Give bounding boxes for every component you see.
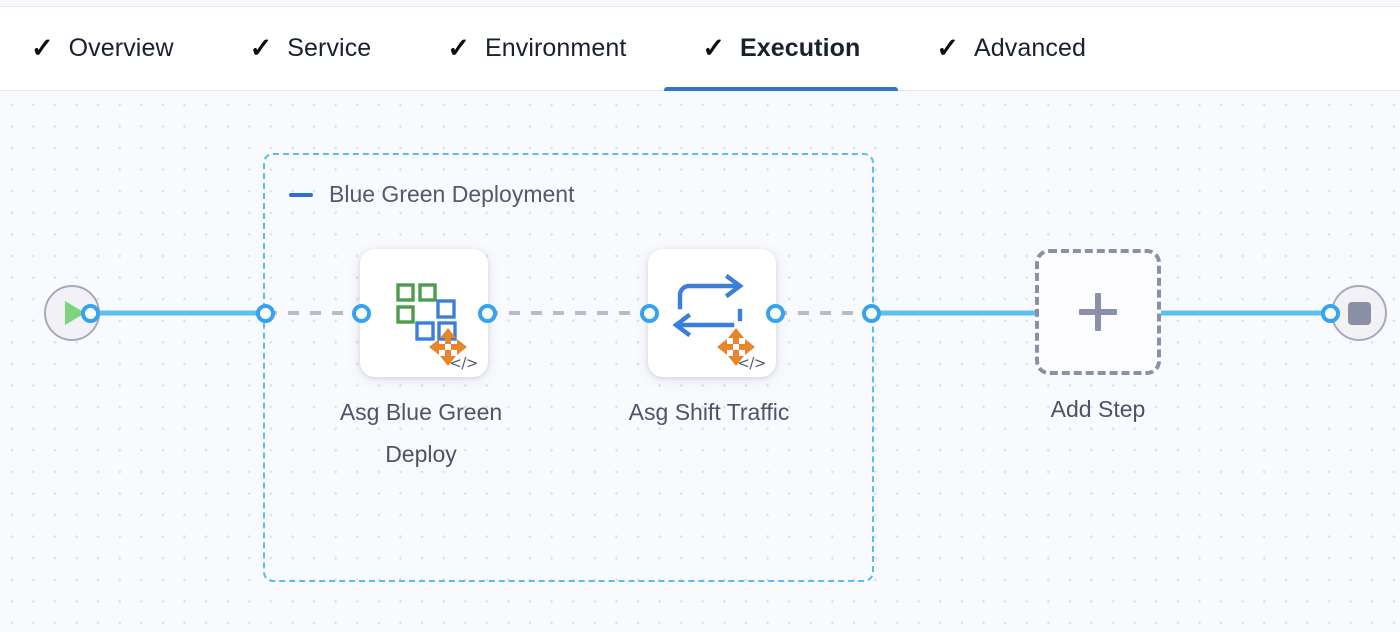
- step-group-blue-green-deployment[interactable]: Blue Green Deployment: [263, 153, 874, 582]
- check-icon: ✓: [31, 33, 54, 63]
- check-icon: ✓: [447, 33, 470, 63]
- port-group-out[interactable]: [862, 304, 881, 323]
- edge-layer: [100, 310, 1330, 316]
- asg-shift-traffic-icon: [672, 273, 755, 366]
- tab-label: Execution: [740, 34, 861, 62]
- add-step-button[interactable]: [1035, 249, 1161, 375]
- tab-label: Environment: [484, 34, 627, 62]
- tab-label: Service: [287, 34, 372, 62]
- step-label-asg-shift-traffic: Asg Shift Traffic: [628, 399, 790, 425]
- step-label-asg-blue-green-deploy: Asg Blue Green Deploy: [339, 399, 503, 467]
- port-step2-in[interactable]: [640, 304, 659, 323]
- check-icon: ✓: [249, 33, 273, 63]
- add-step-label: Add Step: [1050, 396, 1146, 422]
- tab-execution[interactable]: ✓ Execution: [664, 7, 899, 92]
- port-start-out[interactable]: [81, 304, 100, 323]
- group-title: Blue Green Deployment: [329, 181, 575, 207]
- play-icon: [65, 301, 85, 325]
- pipeline-end-node[interactable]: [1331, 285, 1387, 341]
- code-badge-icon: </>: [449, 354, 478, 372]
- tab-advanced[interactable]: ✓ Advanced: [898, 7, 1124, 91]
- check-icon: ✓: [702, 33, 726, 63]
- group-header: Blue Green Deployment: [289, 181, 574, 208]
- port-step1-in[interactable]: [352, 304, 371, 323]
- port-step2-out[interactable]: [766, 304, 785, 323]
- wizard-tab-bar: ✓ Overview ✓ Service ✓ Environment ✓ Exe…: [0, 7, 1400, 92]
- pipeline-canvas[interactable]: Blue Green Deployment: [0, 91, 1400, 632]
- end-circle: [1331, 285, 1387, 341]
- minus-icon[interactable]: [289, 192, 313, 197]
- asg-blue-green-deploy-icon: [396, 283, 467, 366]
- port-group-in[interactable]: [256, 304, 275, 323]
- plus-icon: [1079, 293, 1117, 331]
- top-strip: [0, 0, 1400, 7]
- tab-label: Overview: [68, 34, 174, 62]
- port-end-in[interactable]: [1321, 304, 1340, 323]
- check-icon: ✓: [936, 33, 960, 63]
- code-badge-icon: </>: [737, 354, 766, 372]
- tab-overview[interactable]: ✓ Overview: [0, 7, 212, 91]
- tab-service[interactable]: ✓ Service: [212, 7, 410, 91]
- port-step1-out[interactable]: [478, 304, 497, 323]
- step-node-asg-blue-green-deploy[interactable]: </>: [360, 249, 488, 377]
- step-node-asg-shift-traffic[interactable]: </>: [648, 249, 776, 377]
- tab-environment[interactable]: ✓ Environment: [409, 7, 664, 91]
- tab-label: Advanced: [974, 34, 1087, 62]
- stop-icon: [1347, 301, 1371, 325]
